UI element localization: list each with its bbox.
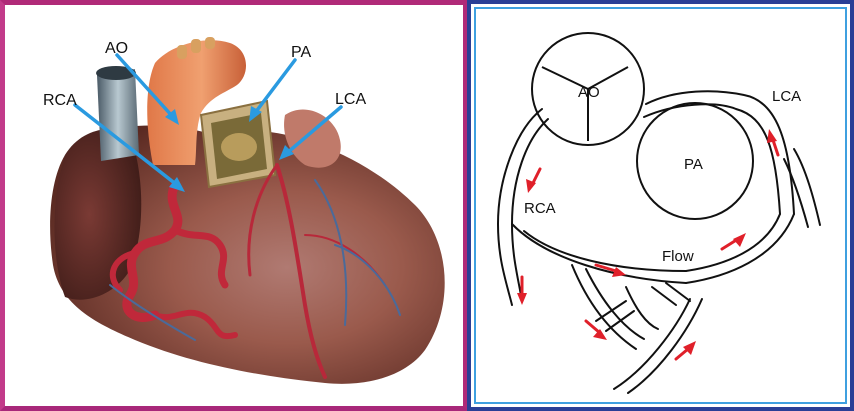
label-ao: AO <box>578 84 600 101</box>
flow-arrow-icon <box>517 275 527 305</box>
label-lca: LCA <box>772 88 801 105</box>
superior-vena-cava <box>97 69 139 161</box>
aorta <box>147 40 247 165</box>
right-coronary-artery <box>109 180 238 340</box>
coronary-schematic: AO PA LCA RCA Flow <box>496 32 821 394</box>
heart-illustration-panel: AO PA RCA LCA <box>0 0 468 411</box>
flow-arrow-icon <box>720 233 746 251</box>
flow-arrow-icon <box>584 319 607 340</box>
label-ao: AO <box>105 40 128 57</box>
flow-arrow-icon <box>767 129 780 157</box>
cardiac-veins <box>109 179 401 341</box>
arrow-icon <box>73 103 185 192</box>
aortic-branch-3 <box>205 37 215 49</box>
flow-arrow-icon <box>674 341 696 361</box>
aortic-branch-2 <box>191 39 201 53</box>
label-flow: Flow <box>662 248 694 265</box>
heart-illustration: AO PA RCA LCA <box>43 37 445 384</box>
flow-arrow-icon <box>594 263 626 277</box>
left-atrial-appendage <box>284 109 341 168</box>
arrow-icon <box>115 53 179 125</box>
flow-arrows <box>517 129 780 361</box>
arrow-icon <box>249 58 297 122</box>
label-lca: LCA <box>335 91 366 108</box>
vessel-outlines <box>496 90 821 394</box>
aortic-branch-1 <box>177 45 187 59</box>
label-pa: PA <box>684 156 703 173</box>
label-rca: RCA <box>43 92 77 109</box>
pulmonary-valve <box>221 133 257 161</box>
flow-arrow-icon <box>526 167 542 193</box>
label-pa: PA <box>291 44 311 61</box>
pointer-arrows <box>73 53 343 192</box>
schematic-inner-frame: AO PA LCA RCA Flow <box>474 7 847 404</box>
label-rca: RCA <box>524 200 556 217</box>
arrow-icon <box>279 105 343 160</box>
schematic-panel: AO PA LCA RCA Flow <box>467 0 854 411</box>
superior-vena-cava-opening <box>96 66 136 80</box>
pulmonary-artery-circle <box>636 102 754 220</box>
aorta-circle <box>531 32 645 146</box>
